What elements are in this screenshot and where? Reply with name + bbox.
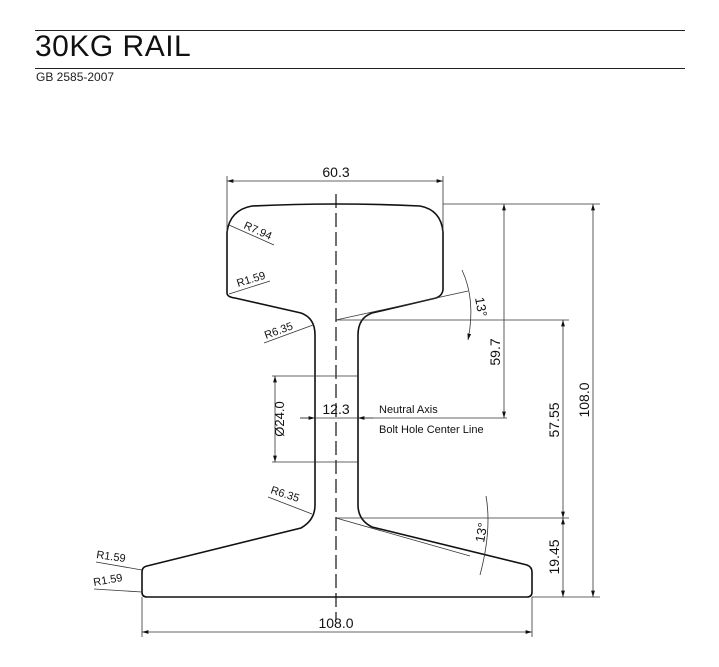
head-angle-arc <box>461 269 472 341</box>
r-web-top-label: R6.35 <box>263 321 295 342</box>
base-width-label: 108.0 <box>318 615 353 631</box>
rail-profile <box>141 203 533 598</box>
bolt-hole-center-label: Bolt Hole Center Line <box>379 424 484 436</box>
web-height-label: 57.55 <box>546 402 562 437</box>
base-angle-line <box>335 517 471 557</box>
base-height-label: 19.45 <box>546 539 562 574</box>
r-head-bottom-leader <box>228 280 271 295</box>
head-neutral-label: 59.7 <box>487 338 503 365</box>
head-width-label: 60.3 <box>322 164 349 180</box>
r-web-bottom-label: R6.35 <box>269 484 301 504</box>
total-height-label: 108.0 <box>576 382 592 417</box>
neutral-axis-label: Neutral Axis <box>379 404 438 416</box>
r-web-top-leader <box>263 324 314 344</box>
head-angle-line <box>335 290 469 321</box>
head-angle-label: 13° <box>472 296 490 318</box>
web-thickness-label: 12.3 <box>322 401 349 417</box>
r-base-top-label: R1.59 <box>96 549 127 565</box>
base-angle-arc <box>479 495 489 576</box>
r-base-bottom-label: R1.59 <box>92 572 123 589</box>
title-bottom-rule <box>35 68 685 69</box>
r-base-top-leader <box>95 561 143 571</box>
standard-label: GB 2585-2007 <box>36 70 115 84</box>
r-head-top-leader <box>228 224 275 246</box>
title-top-rule <box>35 30 685 31</box>
base-angle-label: 13° <box>472 522 490 544</box>
r-web-bottom-leader <box>267 496 313 515</box>
page-title: 30KG RAIL <box>35 30 192 63</box>
bolt-hole-dia-label: Ø24.0 <box>272 401 287 436</box>
r-base-bottom-leader <box>93 588 143 593</box>
r-head-top-label: R7.94 <box>242 220 274 243</box>
